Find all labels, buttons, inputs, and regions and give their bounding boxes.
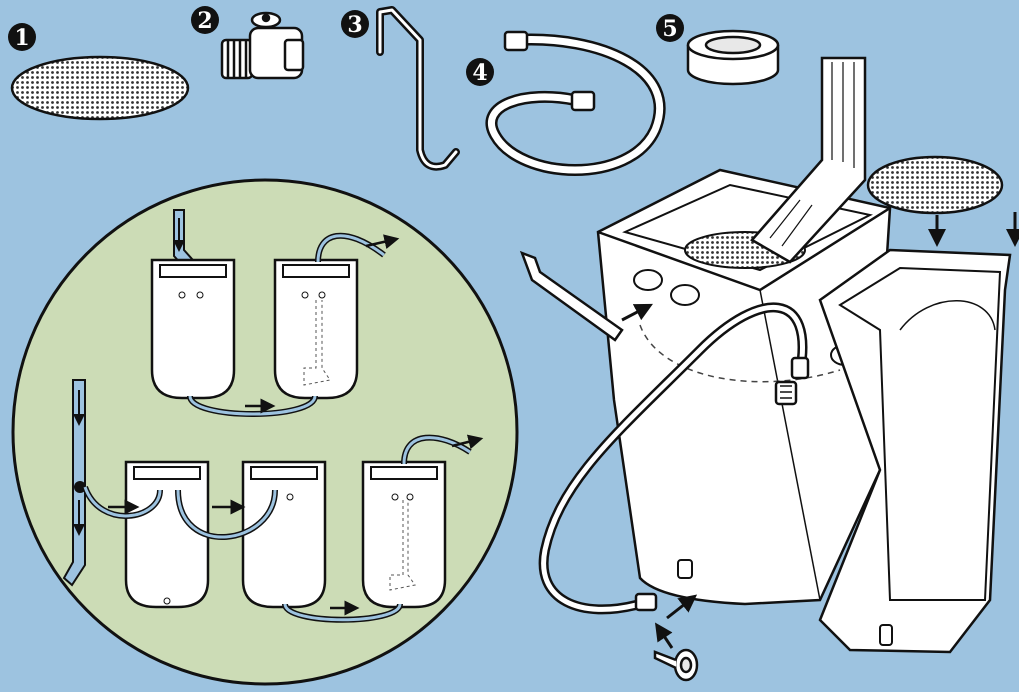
arrow-icon [655, 622, 674, 649]
badge-4: 4 [466, 58, 494, 86]
barrel [241, 460, 327, 609]
inset-diagram [11, 178, 519, 686]
barrel [273, 258, 359, 400]
barrel [150, 258, 236, 400]
arrow-icon [451, 434, 484, 450]
overflow-hook-icon [519, 250, 624, 342]
hose-icon [538, 302, 810, 615]
arrow-icon [621, 303, 653, 322]
barrel [124, 460, 210, 609]
spigot-valve-icon [774, 380, 798, 406]
badge-5: 5 [656, 14, 684, 42]
badge-number-1: 1 [14, 25, 29, 51]
barrel-left [596, 168, 892, 606]
part-3: 3 [341, 6, 460, 171]
badge-number-2: 2 [197, 8, 212, 34]
part-2: 2 [191, 6, 305, 80]
part-4: 4 [466, 30, 666, 176]
downspout-icon [750, 56, 867, 264]
badge-number-3: 3 [347, 12, 362, 38]
arrow-icon [365, 234, 400, 249]
barrel-right [818, 248, 1012, 654]
step-row-bottom [62, 379, 484, 623]
mesh-screen-icon [10, 55, 190, 121]
part-5: 5 [656, 14, 780, 86]
badge-1: 1 [8, 23, 36, 51]
badge-number-4: 4 [472, 60, 487, 86]
spigot-valve-icon [220, 11, 305, 80]
mesh-screen-icon [866, 155, 1004, 215]
part-1: 1 [8, 23, 190, 121]
tape-roll-icon [653, 648, 699, 682]
tape-roll-icon [686, 29, 780, 86]
main-assembly [519, 56, 1019, 682]
badge-number-5: 5 [662, 16, 677, 42]
step-row-top [150, 209, 400, 417]
barrel [361, 460, 447, 609]
badge-3: 3 [341, 10, 369, 38]
arrow-icon [666, 594, 698, 620]
badge-2: 2 [191, 6, 219, 34]
hose-icon [485, 30, 666, 176]
